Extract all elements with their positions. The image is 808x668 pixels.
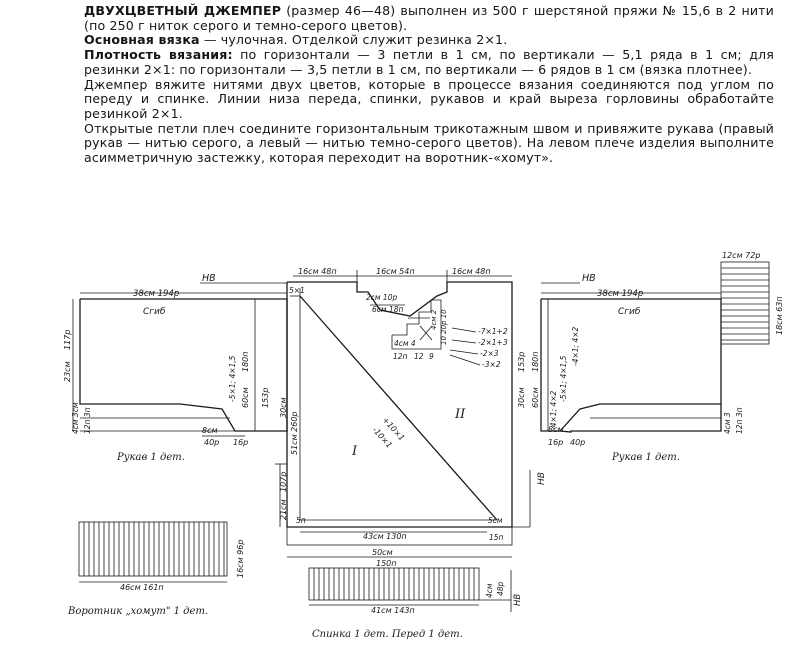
main-knit-text: — чулочная. Отделкой служит резинка 2×1. — [199, 32, 508, 48]
instructions-paragraph-2: Открытые петли плеч соедините горизонтал… — [84, 120, 774, 166]
body-21cm-label: 21см — [279, 499, 288, 520]
neck-10-20p-label: 10 20р 10 — [440, 309, 448, 345]
ribbing-41cm-label: 41см 143п — [371, 606, 415, 615]
neck-decrease-3: -2×3 — [480, 349, 499, 358]
ribbing-nv-label: НВ — [513, 594, 523, 606]
neck-2cm-label: 2см 10р — [366, 293, 397, 302]
ribbing-hatching — [313, 568, 475, 600]
density-paragraph: Плотность вязания: по горизонтали — 3 пе… — [84, 47, 774, 77]
body-51cm-label: 51см 260р — [290, 411, 299, 455]
right-sleeve-decrease2-label: -4×1; 4×2 — [571, 326, 580, 366]
pattern-description: ДВУХЦВЕТНЫЙ ДЖЕМПЕР (размер 46—48) выпол… — [84, 3, 775, 166]
main-knit-label: Основная вязка — [84, 32, 200, 48]
right-sleeve-decrease3-label: -4×1; 4×2 — [549, 390, 558, 430]
collar-16cm-label: 16см 96р — [236, 540, 245, 578]
right-nv-label: НВ — [582, 273, 596, 284]
left-sleeve-23cm-label: 23см — [63, 361, 72, 382]
body-5p-label: 5п — [296, 516, 306, 525]
body-150p-label: 150п — [376, 559, 397, 568]
left-sleeve-top-label: 38см 194р — [133, 289, 179, 299]
left-fold-label: Сгиб — [143, 307, 166, 317]
neck-decrease-2: -2×1+3 — [478, 338, 508, 347]
right-sleeve-60cm-label: 60см — [531, 387, 540, 408]
collar-outline — [78, 521, 228, 577]
body-15p-label: 15п — [489, 533, 504, 542]
tab-12cm-label: 12см 72р — [722, 251, 760, 260]
neck-4cm2-label: 4см 2 — [430, 309, 438, 330]
body-corner-label: 5×1 — [289, 286, 305, 295]
body-top-left-label: 16см 48п — [298, 267, 337, 276]
body-bottom-label: 43см 130п — [363, 532, 407, 541]
left-sleeve-153p-label: 153р — [261, 388, 270, 408]
body-50cm-label: 50см — [372, 548, 393, 557]
right-sleeve-caption: Рукав 1 дет. — [611, 452, 680, 463]
right-fold-label: Сгиб — [618, 307, 641, 317]
body-153p-label: 153р — [517, 352, 526, 372]
neck-decrease-1: -7×1+2 — [478, 327, 508, 336]
body-107p-label: 107р — [279, 472, 288, 492]
ribbing-4cm-label: 4см — [485, 583, 494, 598]
tab-18cm-label: 18см 63п — [775, 296, 784, 335]
closure-tab: 12см 72р 18см 63п — [720, 251, 784, 345]
left-sleeve-117p-label: 117р — [63, 330, 72, 350]
right-sleeve-40p-label: 40р — [570, 438, 585, 447]
body-top-right-label: 16см 48п — [452, 267, 491, 276]
neck-9-label: 9 — [429, 352, 434, 361]
neck-12p-label: 12п — [393, 352, 408, 361]
body-nv-label: НВ — [537, 472, 547, 485]
right-sleeve-cuff-p-label: 12п 3п — [735, 407, 744, 434]
main-knit-paragraph: Основная вязка — чулочная. Отделкой служ… — [84, 33, 774, 48]
left-sleeve-cuff-cm-label: 4см 3см — [71, 402, 80, 434]
left-sleeve-cuff-p-label: 12п 3п — [83, 407, 92, 434]
intro-paragraph: ДВУХЦВЕТНЫЙ ДЖЕМПЕР (размер 46—48) выпол… — [84, 3, 775, 33]
right-sleeve-decrease-label: -5×1; 4×1,5 — [559, 355, 568, 402]
body-ribbing-piece: 41см 143п 4см 48р НВ Спинка 1 дет. Перед… — [308, 567, 523, 640]
ribbing-48p-label: 48р — [496, 581, 505, 596]
left-sleeve-outline — [79, 298, 288, 432]
right-sleeve-outline — [540, 298, 722, 433]
left-nv-label: НВ — [202, 273, 216, 284]
body-5cm-label: 5см — [488, 516, 503, 525]
right-sleeve-cuff-cm-label: 4см 3 — [723, 412, 732, 434]
left-sleeve-caption: Рукав 1 дет. — [116, 452, 185, 463]
tab-outline — [720, 261, 770, 345]
right-sleeve: НВ 38см 194р Сгиб 60см 180п -5×1; 4×1,5 … — [531, 273, 744, 463]
neckline-steps — [391, 299, 442, 350]
right-sleeve-top-label: 38см 194р — [597, 289, 643, 299]
intro-text: (размер 46—48) выполнен из 500 г шерстян… — [84, 3, 775, 33]
color-divider-diagonal — [299, 295, 498, 521]
neck-decrease-4: -3×2 — [482, 360, 501, 369]
left-sleeve-16p-label: 16р — [233, 438, 248, 447]
body-left-30cm-label: 30см — [279, 397, 288, 418]
right-sleeve-180p-label: 180п — [531, 352, 540, 373]
left-sleeve-decrease-label: -5×1; 4×1,5 — [228, 355, 237, 402]
body-panel: 16см 48п 16см 54п 16см 48п 2см 10р 6см 1… — [275, 267, 547, 568]
left-sleeve-180p-label: 180п — [241, 352, 250, 373]
instructions-paragraph-1: Джемпер вяжите нитями двух цветов, котор… — [84, 76, 774, 121]
body-ribbing-outline — [286, 526, 513, 546]
left-sleeve: НВ 38см 194р Сгиб 23см 117р 4см 3см 12п … — [63, 273, 288, 463]
density-label: Плотность вязания: — [84, 47, 233, 63]
neck-12-label: 12 — [414, 352, 424, 361]
garment-title: ДВУХЦВЕТНЫЙ ДЖЕМПЕР — [84, 3, 282, 18]
collar-46cm-label: 46см 161п — [120, 583, 164, 592]
right-sleeve-16p-label: 16р — [548, 438, 563, 447]
left-sleeve-40p-label: 40р — [204, 438, 219, 447]
collar-hatching — [83, 522, 225, 576]
section-i-label: I — [351, 444, 358, 459]
collar-piece: 46см 161п 16см 96р Воротник „хомут" 1 де… — [67, 521, 245, 617]
collar-caption: Воротник „хомут" 1 дет. — [67, 606, 208, 617]
right-sleeve-8cm-label: 8см — [548, 425, 564, 434]
density-text: по горизонтали — 3 петли в 1 см, по верт… — [84, 47, 774, 77]
left-sleeve-60cm-label: 60см — [241, 387, 250, 408]
neck-6cm-label: 6см 18п — [372, 305, 403, 314]
body-30cm-label: 30см — [517, 387, 526, 408]
neck-4cm-label: 4см 4 — [394, 339, 416, 348]
body-caption: Спинка 1 дет. Перед 1 дет. — [312, 629, 463, 640]
section-ii-label: II — [454, 407, 466, 422]
left-sleeve-8cm-label: 8см — [202, 426, 218, 435]
body-top-mid-label: 16см 54п — [376, 267, 415, 276]
tab-hatching — [721, 267, 769, 341]
